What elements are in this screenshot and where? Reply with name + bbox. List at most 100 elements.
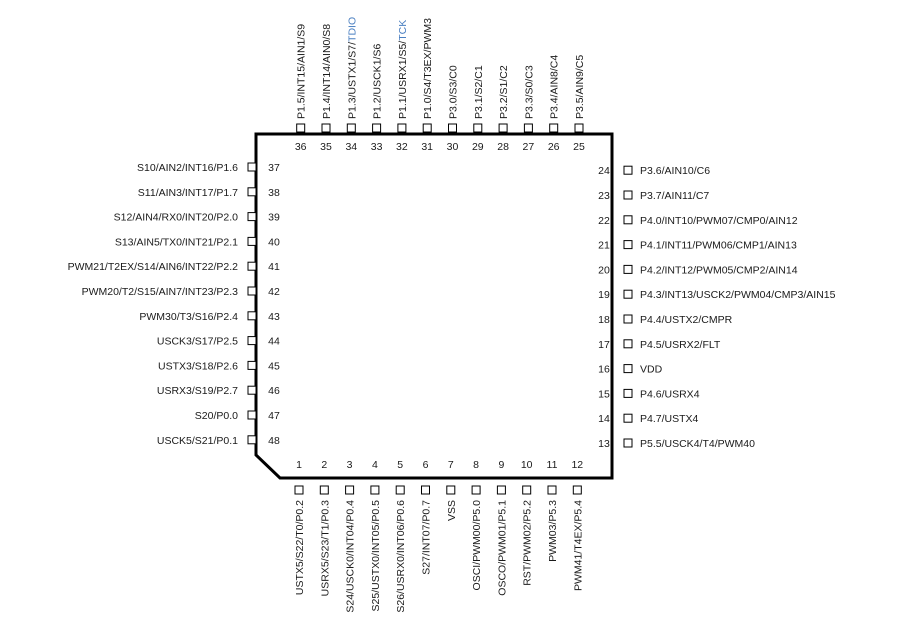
pin-40-label: S13/AIN5/TX0/INT21/P2.1 bbox=[115, 236, 238, 248]
pin-43-number: 43 bbox=[268, 311, 280, 323]
pin-43-label: PWM30/T3/S16/P2.4 bbox=[139, 311, 238, 323]
pin-43-pad bbox=[247, 311, 257, 321]
pin-41-number: 41 bbox=[268, 261, 280, 273]
pin-33-pad bbox=[372, 123, 382, 133]
pin-5-number: 5 bbox=[397, 459, 403, 471]
pin-45-number: 45 bbox=[268, 360, 280, 372]
pin-37-pad bbox=[247, 162, 257, 172]
pin-30-label: P3.0/S3/C0 bbox=[448, 65, 460, 119]
pin-28-pad bbox=[498, 123, 508, 133]
pin-6-label: S27/INT07/P0.7 bbox=[421, 500, 433, 575]
pin-42-number: 42 bbox=[268, 286, 280, 298]
pin-12-pad bbox=[572, 485, 582, 495]
pin-1-number: 1 bbox=[296, 459, 302, 471]
pin-3-pad bbox=[345, 485, 355, 495]
pin-12-number: 12 bbox=[571, 459, 583, 471]
pin-37-number: 37 bbox=[268, 162, 280, 174]
pin-6-number: 6 bbox=[423, 459, 429, 471]
pin-7-pad bbox=[446, 485, 456, 495]
pin-27-label: P3.3/S0/C3 bbox=[523, 65, 535, 119]
pin-41-pad bbox=[247, 261, 257, 271]
pin-13-label: P5.5/USCK4/T4/PWM40 bbox=[640, 438, 755, 450]
pin-34-label: P1.3/USTX1/S7/TDIO bbox=[346, 17, 358, 119]
pin-22-number: 22 bbox=[598, 215, 610, 227]
pin-17-label: P4.5/USRX2/FLT bbox=[640, 339, 721, 351]
pin-2-pad bbox=[319, 485, 329, 495]
pin-29-label: P3.1/S2/C1 bbox=[473, 65, 485, 119]
pin-46-pad bbox=[247, 385, 257, 395]
pin-10-number: 10 bbox=[521, 459, 533, 471]
pin-47-pad bbox=[247, 410, 257, 420]
chip-body-outline bbox=[254, 132, 614, 480]
pin-37-label: S10/AIN2/INT16/P1.6 bbox=[137, 162, 238, 174]
pin-19-pad bbox=[623, 289, 633, 299]
pin-31-number: 31 bbox=[421, 141, 433, 153]
pin-9-label: OSCO/PWM01/P5.1 bbox=[496, 500, 508, 596]
pin-17-pad bbox=[623, 339, 633, 349]
pin-14-number: 14 bbox=[598, 413, 610, 425]
pin-38-number: 38 bbox=[268, 187, 280, 199]
pin-4-label: S25/USTX0/INT05/P0.5 bbox=[370, 500, 382, 612]
pin-30-pad bbox=[448, 123, 457, 133]
pin-24-number: 24 bbox=[598, 165, 610, 177]
pin-22-pad bbox=[623, 215, 633, 225]
pin-26-label: P3.4/AIN8/C4 bbox=[549, 55, 561, 119]
pin-18-number: 18 bbox=[598, 314, 610, 326]
pin-25-number: 25 bbox=[573, 141, 585, 153]
pin-9-pad bbox=[496, 485, 506, 495]
pin-47-number: 47 bbox=[268, 410, 280, 422]
pin-29-pad bbox=[473, 123, 483, 133]
pin-23-label: P3.7/AIN11/C7 bbox=[640, 190, 709, 202]
pin-47-label: S20/P0.0 bbox=[195, 410, 238, 422]
pin-2-label: USRX5/S23/T1/P0.3 bbox=[319, 500, 331, 596]
pin-42-label: PWM20/T2/S15/AIN7/INT23/P2.3 bbox=[82, 286, 239, 298]
pin-15-label: P4.6/USRX4 bbox=[640, 388, 700, 400]
pin-13-number: 13 bbox=[598, 438, 610, 450]
pin-21-number: 21 bbox=[598, 240, 610, 252]
pin-32-number: 32 bbox=[396, 141, 408, 153]
pin-10-pad bbox=[522, 485, 532, 495]
pin-38-label: S11/AIN3/INT17/P1.7 bbox=[138, 187, 238, 199]
pin-13-pad bbox=[623, 438, 633, 448]
pin-45-label: USTX3/S18/P2.6 bbox=[158, 360, 238, 372]
pin-35-label: P1.4/INT14/AIN0/S8 bbox=[321, 24, 333, 119]
pin-14-pad bbox=[623, 413, 633, 423]
pin-46-label: USRX3/S19/P2.7 bbox=[157, 385, 238, 397]
pin-4-number: 4 bbox=[372, 459, 378, 471]
pin-48-number: 48 bbox=[268, 435, 280, 447]
pin-35-number: 35 bbox=[320, 141, 332, 153]
pin-3-label: S24/USCK0/INT04/P0.4 bbox=[345, 500, 357, 613]
pin-28-label: P3.2/S1/C2 bbox=[498, 65, 510, 119]
pin-24-label: P3.6/AIN10/C6 bbox=[640, 165, 710, 177]
pin-32-pad bbox=[397, 123, 407, 133]
pin-4-pad bbox=[370, 485, 380, 495]
pin-44-number: 44 bbox=[268, 336, 280, 348]
pin-21-pad bbox=[623, 240, 633, 250]
pin-48-pad bbox=[247, 435, 257, 445]
pin-3-number: 3 bbox=[347, 459, 353, 471]
pin-5-pad bbox=[395, 485, 405, 495]
pin-11-label: PWM03/P5.3 bbox=[547, 500, 559, 562]
pin-8-pad bbox=[471, 485, 481, 495]
pin-17-number: 17 bbox=[598, 339, 610, 351]
pin-32-accent-label: TCK bbox=[397, 20, 409, 41]
pin-40-number: 40 bbox=[268, 236, 280, 248]
pin-26-pad bbox=[549, 123, 559, 133]
pin-20-number: 20 bbox=[598, 264, 610, 276]
pin-20-label: P4.2/INT12/PWM05/CMP2/AIN14 bbox=[640, 264, 798, 276]
pin-22-label: P4.0/INT10/PWM07/CMP0/AIN12 bbox=[640, 215, 798, 227]
pin-8-label: OSCI/PWM00/P5.0 bbox=[471, 500, 483, 591]
pin-44-label: USCK3/S17/P2.5 bbox=[157, 336, 238, 348]
pin-1-label: USTX5/S22/T0/P0.2 bbox=[294, 500, 306, 595]
pin-14-label: P4.7/USTX4 bbox=[640, 413, 699, 425]
pin-21-label: P4.1/INT11/PWM06/CMP1/AIN13 bbox=[640, 240, 797, 252]
pin-18-label: P4.4/USTX2/CMPR bbox=[640, 314, 733, 326]
pin-28-number: 28 bbox=[497, 141, 509, 153]
pin-10-label: RST/PWM02/P5.2 bbox=[522, 500, 534, 586]
pin-16-number: 16 bbox=[598, 364, 610, 376]
pin-15-pad bbox=[623, 388, 633, 398]
pin-42-pad bbox=[247, 286, 257, 296]
pin-39-label: S12/AIN4/RX0/INT20/P2.0 bbox=[114, 212, 238, 224]
pin-48-label: USCK5/S21/P0.1 bbox=[157, 435, 238, 447]
